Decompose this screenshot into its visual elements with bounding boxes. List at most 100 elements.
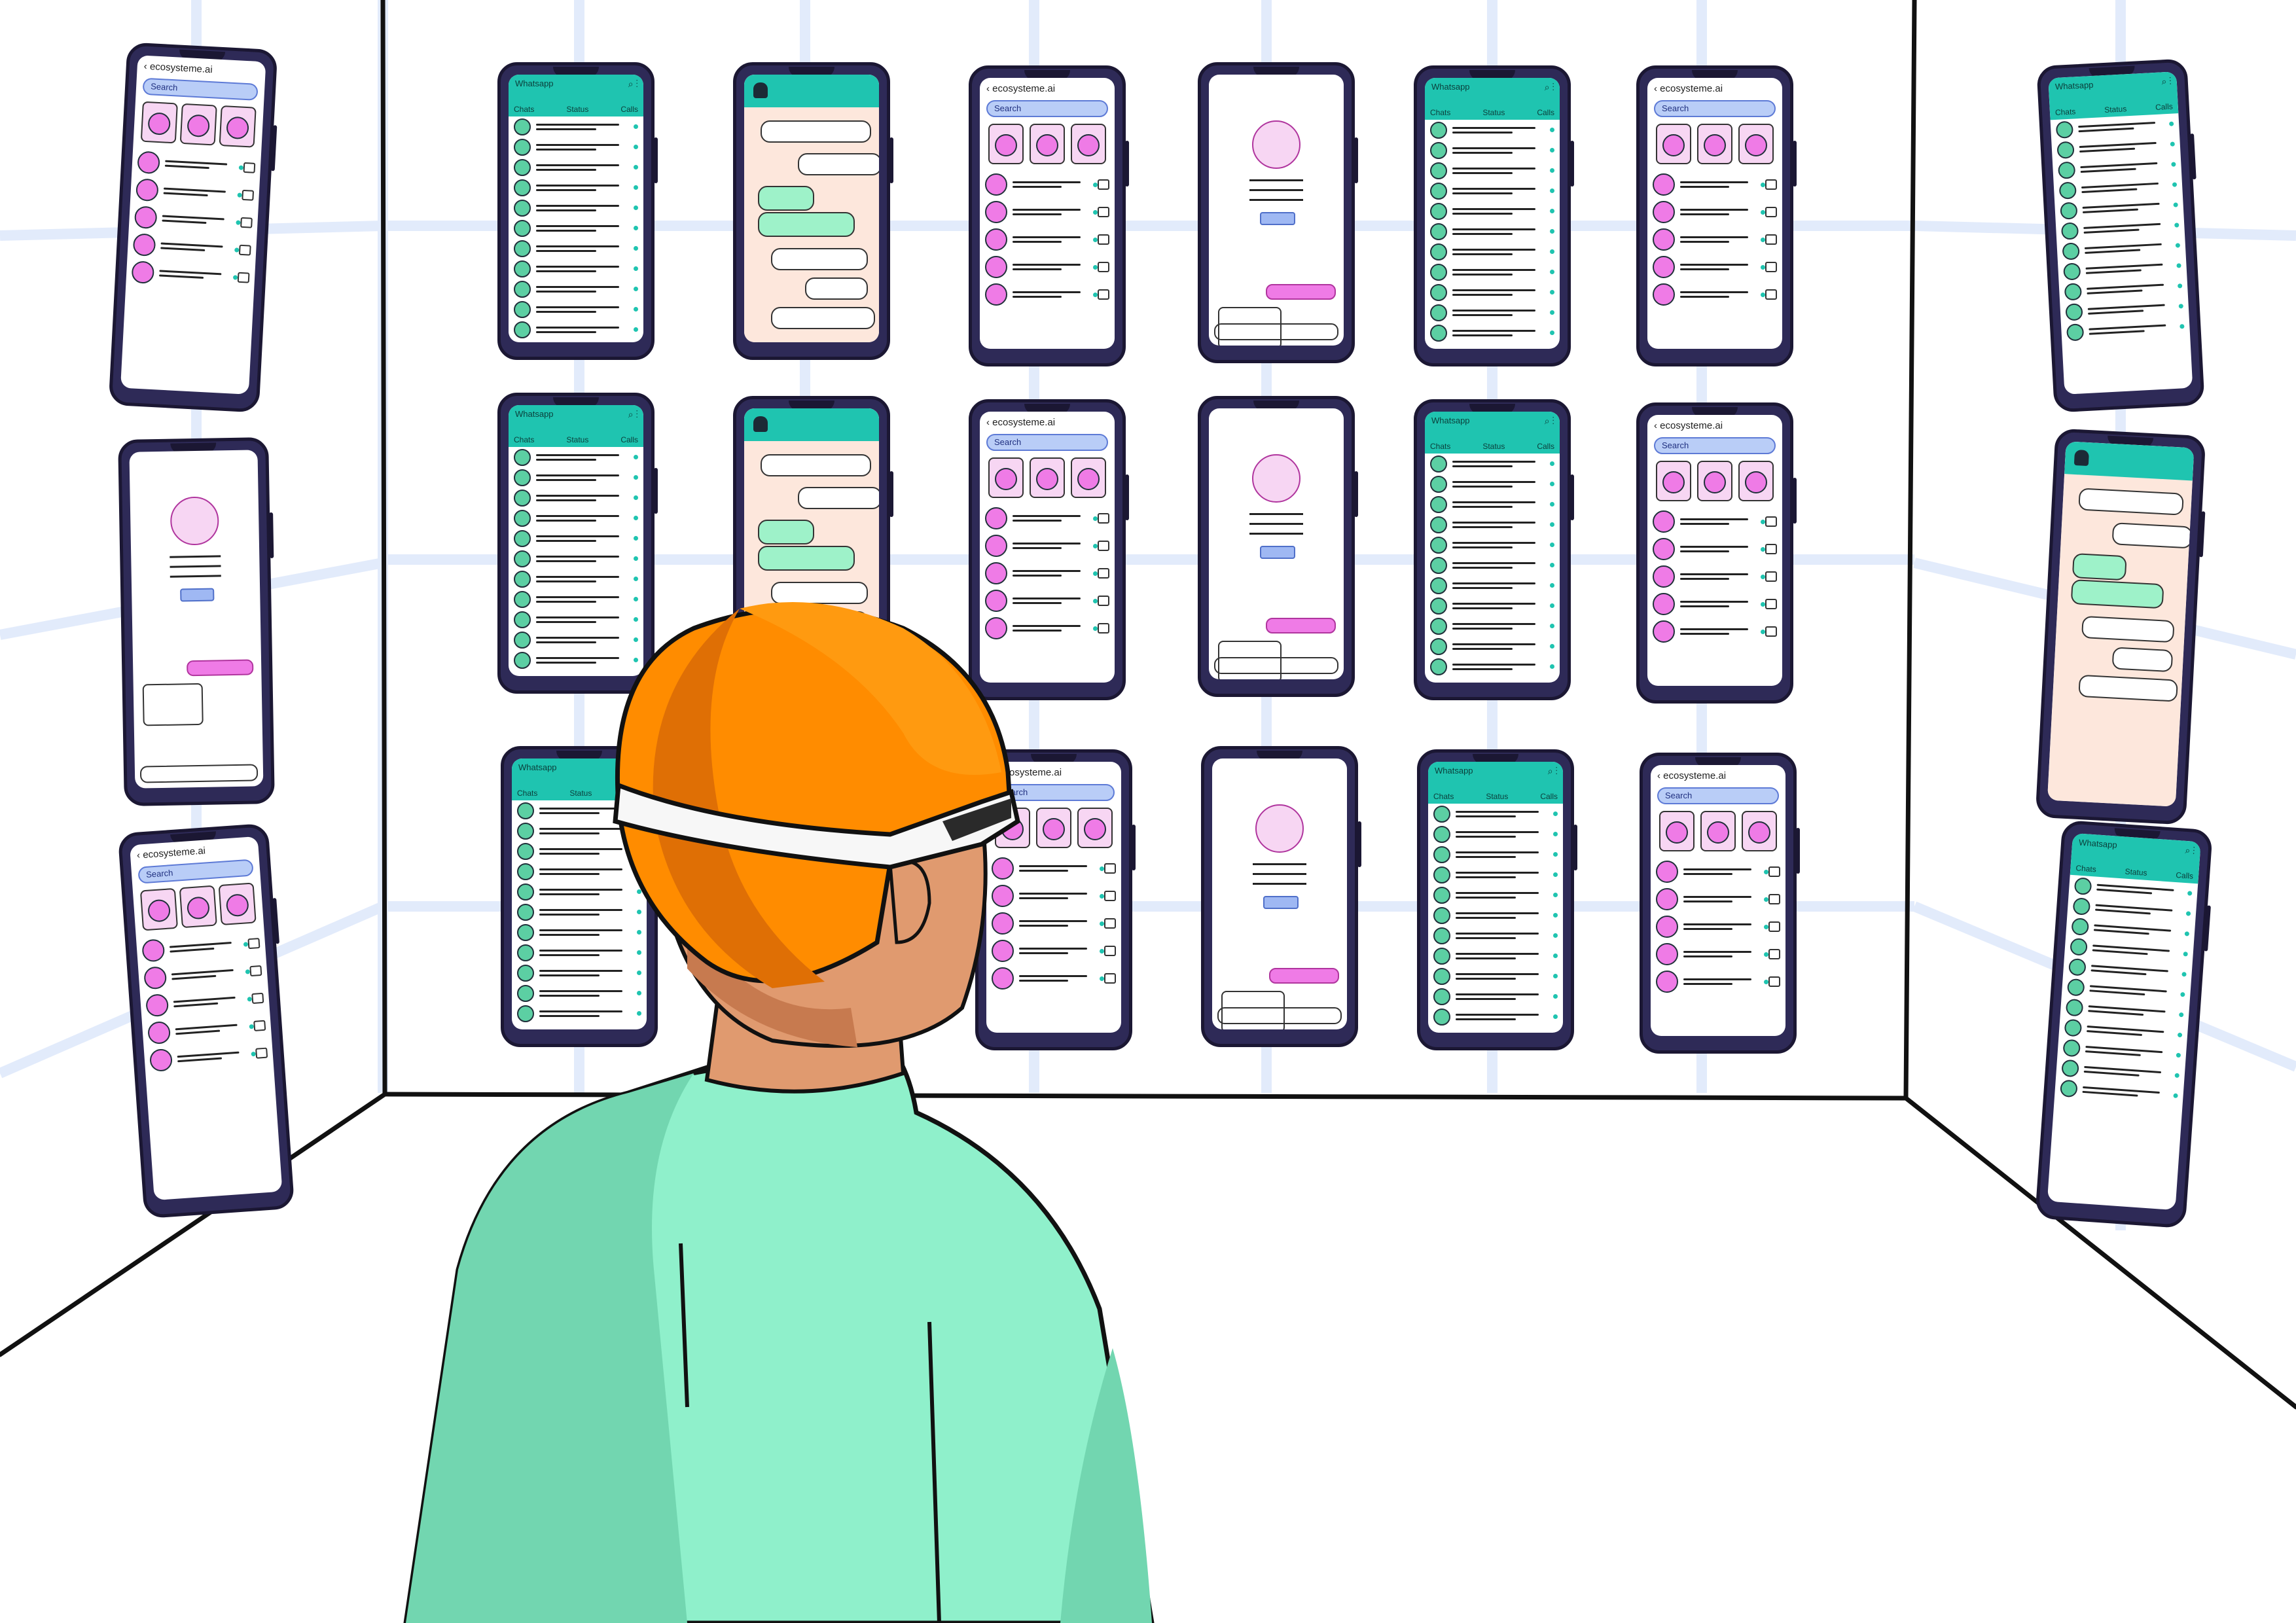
unread-dot [634,226,638,230]
search-input: Search [1657,787,1779,804]
phone-side-button [654,468,658,514]
unread-dot [637,910,641,914]
text-lines [1013,622,1088,634]
story-card [988,124,1024,164]
chat-row [980,198,1115,226]
unread-dot [1100,921,1104,926]
unread-dot [637,889,641,894]
camera-icon [1765,262,1777,272]
chat-row [1425,140,1560,160]
text-lines [1452,620,1545,632]
unread-dot [634,246,638,251]
person-avatar-icon [1433,825,1450,843]
unread-dot [1761,629,1765,634]
text-lines [1452,641,1545,652]
unread-dot [634,185,638,190]
text-line [1249,189,1304,191]
story-card [1655,461,1691,501]
person-avatar-icon [517,984,534,1002]
tab-calls: Calls [620,105,638,114]
text-lines [1452,661,1545,673]
message-bubble [798,153,879,175]
camera-icon [1765,544,1777,554]
person-avatar-icon [1430,243,1447,260]
chat-row [1425,514,1560,535]
unread-dot [1550,249,1554,254]
text-lines [536,614,628,626]
person-avatar-icon [1703,134,1726,156]
person-avatar-icon [1430,577,1447,594]
unread-dot [637,950,641,955]
person-avatar-icon [514,448,531,466]
camera-icon [1098,234,1109,245]
chat-header [744,75,879,107]
unread-dot [1553,872,1558,877]
tab-chats: Chats [1430,108,1451,117]
unread-dot [1761,182,1765,187]
text-lines [536,141,628,153]
whatsapp-title: Whatsapp [518,762,557,772]
chat-background [744,75,879,342]
phone-side-button [1570,141,1574,187]
unread-dot [1550,644,1554,649]
person-avatar-icon [1252,454,1300,503]
person-avatar-icon [1430,475,1447,493]
text-lines [539,906,632,918]
chat-row [1425,262,1560,282]
message-bubble [757,186,814,211]
text-line [1249,533,1304,535]
blue-label [1263,896,1299,909]
person-avatar-icon [1745,134,1768,156]
person-avatar-icon [1430,455,1447,473]
text-lines [1452,458,1545,470]
message-bubble [804,277,869,300]
camera-icon [1768,976,1780,987]
text-lines [539,805,632,817]
eco-title: ecosysteme.ai [992,417,1056,428]
person-avatar-icon [985,617,1007,639]
unread-dot [634,637,638,642]
chat-row [512,963,647,983]
camera-icon [1104,918,1116,929]
chat-row [980,253,1115,281]
tab-calls: Calls [1537,442,1554,451]
unread-dot [634,577,638,581]
person-avatar-icon [1748,821,1771,844]
unread-dot [1761,209,1765,215]
search-icon: ⌕ ⋮ [628,79,638,89]
unread-dot [1553,893,1558,897]
unread-dot [1553,994,1558,999]
chat-row [980,226,1115,253]
person-avatar-icon [753,416,768,432]
chat-row [1425,575,1560,596]
text-lines [539,947,632,959]
story-card [1742,811,1778,851]
unread-dot [1761,601,1765,607]
unread-dot [1093,237,1098,242]
phone-mockup [1201,746,1361,1047]
text-lines [1013,595,1088,607]
pink-message [1266,284,1336,300]
phone-side-button [1793,478,1797,524]
chat-row [1647,563,1782,590]
chat-row [509,467,643,488]
chat-row [986,855,1121,882]
camera-icon [1768,949,1780,959]
person-avatar-icon [985,507,1007,529]
eco-title: ecosysteme.ai [1660,420,1723,431]
search-icon: ⌕ ⋮ [1544,416,1554,426]
text-lines [1019,945,1094,957]
text-lines [1680,261,1755,273]
chat-row [980,615,1115,642]
text-lines [539,846,632,857]
text-lines [1013,261,1088,273]
tab-calls: Calls [1540,792,1558,801]
person-avatar-icon [517,842,534,860]
text-lines [536,243,628,255]
chat-row [512,882,647,902]
person-avatar-icon [514,138,531,156]
chat-row [509,238,643,259]
